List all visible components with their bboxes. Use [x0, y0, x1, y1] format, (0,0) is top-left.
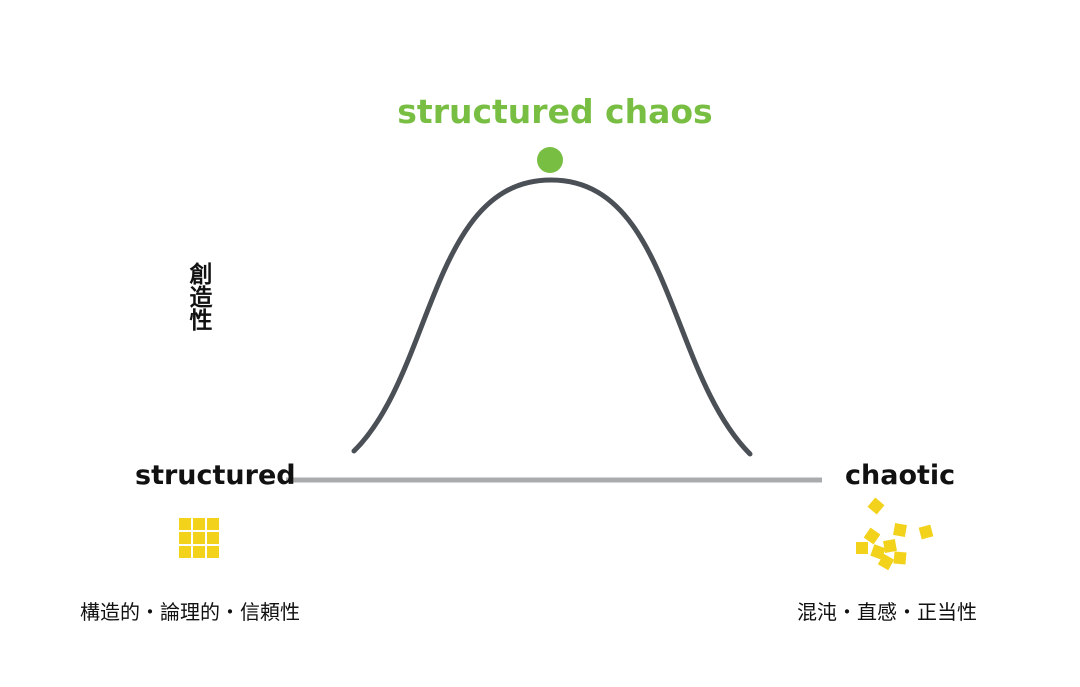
right-end-label: chaotic	[845, 460, 956, 491]
peak-label: structured chaos	[397, 92, 713, 131]
left-end-description: 構造的・論理的・信頼性	[80, 600, 300, 624]
grid-blocks-icon	[179, 518, 219, 558]
right-end-description: 混沌・直感・正当性	[797, 600, 977, 624]
bell-curve	[351, 177, 753, 457]
scattered-blocks-icon	[850, 496, 940, 576]
left-end-label: structured	[135, 460, 296, 491]
peak-marker	[537, 147, 563, 173]
y-axis-label: 創造性	[185, 262, 211, 331]
